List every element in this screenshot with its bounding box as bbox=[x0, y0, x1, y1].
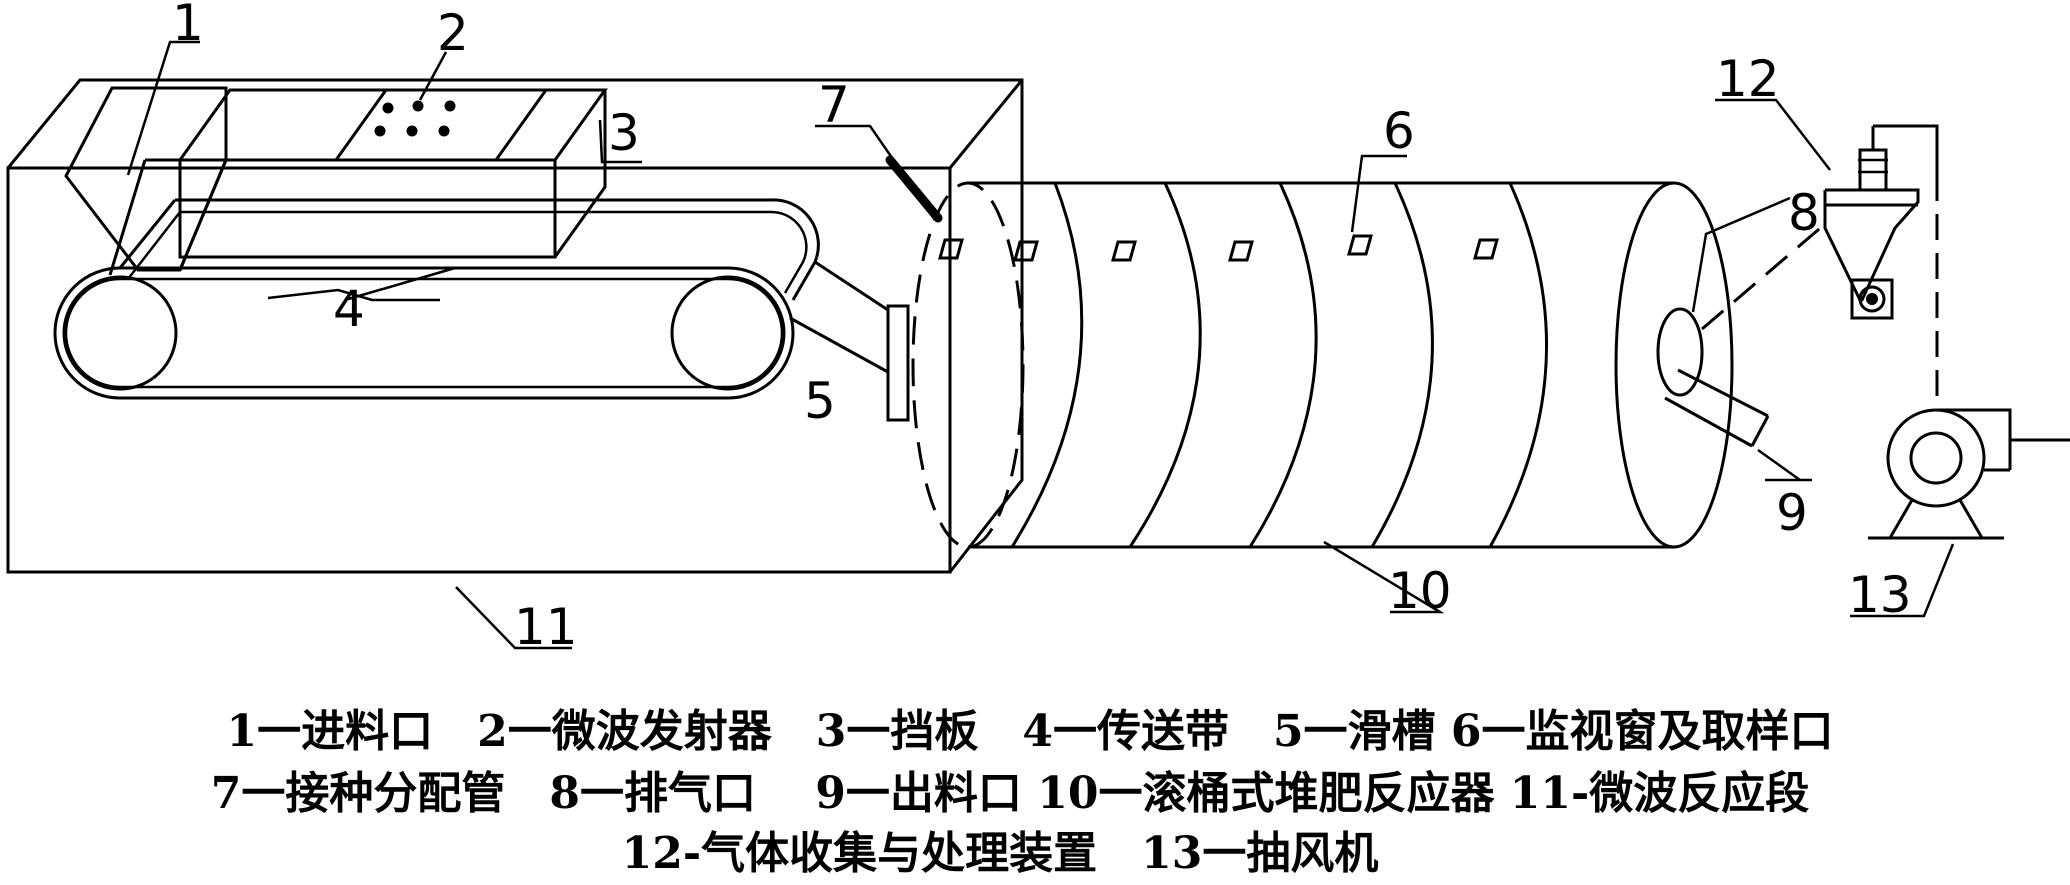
cyclone-valve-box bbox=[1850, 278, 1894, 320]
section-front-top-edge bbox=[948, 79, 1024, 169]
legend: 1一进料口 2一微波发射器 3一挡板 4一传送带 5一滑槽 6一监视窗及取样口 … bbox=[211, 706, 1834, 879]
conveyor-belt bbox=[53, 198, 820, 400]
monitor-window bbox=[1473, 238, 1499, 260]
conveyor-roller-right bbox=[670, 275, 786, 391]
leader-8 bbox=[1691, 196, 1791, 313]
emitter-dot bbox=[374, 125, 386, 137]
chute bbox=[789, 260, 910, 422]
callout-7: 7 bbox=[818, 76, 850, 134]
leader-6 bbox=[1350, 154, 1407, 233]
callout-3: 3 bbox=[608, 104, 640, 162]
drum-spiral-5 bbox=[1488, 182, 1549, 548]
emitter-dot bbox=[406, 125, 418, 137]
leader-lines bbox=[126, 40, 1955, 650]
gas-collection-device bbox=[1701, 124, 1939, 410]
belt-top-run-back-inner bbox=[180, 210, 808, 294]
monitor-window bbox=[1013, 240, 1039, 262]
cyclone-body bbox=[1823, 188, 1920, 302]
belt-edge-left-inner bbox=[127, 211, 181, 280]
section-front-face bbox=[6, 166, 952, 574]
leader-7 bbox=[815, 124, 937, 221]
discharge-outlet bbox=[1664, 368, 1770, 448]
callout-1: 1 bbox=[172, 0, 204, 52]
emitter-dot bbox=[412, 100, 424, 112]
callout-2: 2 bbox=[437, 4, 469, 62]
monitor-window bbox=[1228, 240, 1254, 262]
fan-housing bbox=[1886, 408, 1986, 508]
hopper-spout bbox=[178, 159, 228, 271]
emitter-dot bbox=[444, 100, 456, 112]
belt-outer-loop bbox=[53, 266, 795, 400]
drum-spiral-1 bbox=[1010, 182, 1084, 548]
chute-flange bbox=[886, 304, 910, 422]
leader-11 bbox=[455, 586, 572, 650]
emitter-box-side bbox=[553, 90, 607, 258]
outlet-pipe-top bbox=[1677, 368, 1769, 418]
leader-4 bbox=[344, 266, 456, 302]
emitter-dot bbox=[382, 102, 394, 114]
emitter-dot bbox=[438, 125, 450, 137]
belt-edge-left bbox=[118, 199, 177, 269]
microwave-reaction-section bbox=[6, 78, 1024, 574]
belt-top-run-back bbox=[175, 198, 820, 301]
callout-10: 10 bbox=[1388, 562, 1452, 620]
drum-inlet-end-hidden bbox=[911, 181, 1025, 549]
hopper-side bbox=[108, 159, 147, 276]
leader-4-under bbox=[267, 288, 440, 302]
exhaust-duct-dashed bbox=[1701, 222, 1826, 331]
outlet-pipe-end bbox=[1750, 415, 1770, 447]
drum-spiral-4 bbox=[1370, 182, 1434, 548]
leader-1 bbox=[126, 40, 200, 176]
monitor-window bbox=[938, 238, 964, 260]
microwave-emitter-dots bbox=[374, 100, 456, 137]
chute-top-line bbox=[814, 260, 889, 312]
callout-8: 8 bbox=[1788, 184, 1820, 242]
callout-5: 5 bbox=[804, 372, 836, 430]
callout-numbers: 1 2 3 4 5 6 7 8 9 10 11 12 13 bbox=[172, 0, 1912, 656]
leader-12 bbox=[1715, 98, 1831, 171]
leader-13 bbox=[1850, 543, 1955, 618]
fan-impeller bbox=[1909, 431, 1963, 485]
leader-3 bbox=[598, 119, 642, 164]
drum-spiral-2 bbox=[1128, 182, 1202, 548]
emitter-box-top bbox=[177, 88, 608, 162]
emitter-divider-right bbox=[494, 89, 548, 161]
emitter-box-front bbox=[178, 158, 557, 259]
callout-6: 6 bbox=[1383, 102, 1415, 160]
feed-inlet-hopper bbox=[64, 86, 228, 276]
callout-4: 4 bbox=[333, 280, 365, 338]
fan-outlet-duct bbox=[1936, 408, 2070, 442]
gas-return-line bbox=[1873, 124, 1939, 175]
cyclone-neck bbox=[1858, 148, 1888, 192]
drum-spiral-3 bbox=[1248, 182, 1318, 548]
monitoring-windows bbox=[938, 234, 1499, 262]
exhaust-fan bbox=[1868, 408, 2070, 540]
leader-10 bbox=[1323, 540, 1445, 614]
drum-outlet-end bbox=[1614, 181, 1734, 549]
cyclone-valve-outer bbox=[1858, 285, 1886, 313]
exhaust-port bbox=[1656, 307, 1704, 397]
conveyor-roller-left bbox=[62, 275, 178, 391]
section-top-outline bbox=[6, 78, 1024, 573]
outlet-pipe-bottom bbox=[1664, 396, 1753, 448]
emitter-divider-left bbox=[334, 89, 388, 161]
legend-line-3: 12-气体收集与处理装置 13一抽风机 bbox=[622, 828, 1379, 879]
monitor-window bbox=[1111, 240, 1137, 262]
belt-inner-loop bbox=[64, 277, 784, 389]
legend-line-1: 1一进料口 2一微波发射器 3一挡板 4一传送带 5一滑槽 6一监视窗及取样口 bbox=[226, 706, 1833, 757]
callout-12: 12 bbox=[1716, 50, 1780, 108]
drum-reactor bbox=[911, 181, 1770, 549]
microwave-emitter-box bbox=[177, 88, 608, 259]
callout-9: 9 bbox=[1776, 484, 1808, 542]
cyclone-valve-core bbox=[1866, 293, 1878, 305]
monitor-window bbox=[1347, 234, 1373, 256]
leader-2 bbox=[418, 51, 448, 101]
leader-9 bbox=[1757, 448, 1801, 482]
callout-11: 11 bbox=[514, 598, 578, 656]
legend-line-2: 7一接种分配管 8一排气口 9一出料口 10一滚桶式堆肥反应器 11-微波反应段 bbox=[211, 768, 1810, 819]
callout-13: 13 bbox=[1848, 566, 1912, 624]
